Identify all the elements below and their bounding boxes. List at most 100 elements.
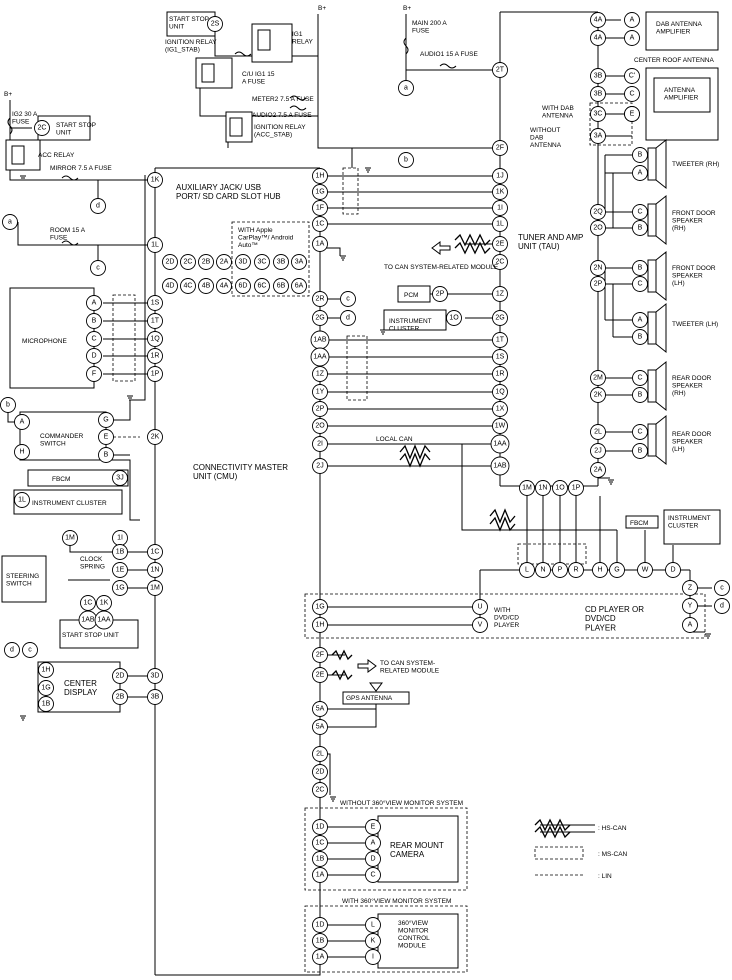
svg-text:2F: 2F xyxy=(496,145,504,152)
svg-text:2B: 2B xyxy=(116,694,125,701)
connector-pin: a xyxy=(2,214,18,230)
connector-pin: 1L xyxy=(492,216,508,232)
connector-pin: 1Z xyxy=(492,286,508,302)
svg-text:5A: 5A xyxy=(316,724,325,731)
svg-text:2K: 2K xyxy=(151,434,160,441)
connector-pin: 1C xyxy=(147,544,163,560)
connector-pin: 4A xyxy=(216,278,232,294)
connector-pin: 1C xyxy=(80,595,96,611)
svg-text:2L: 2L xyxy=(316,751,324,758)
svg-text:1X: 1X xyxy=(496,406,505,413)
svg-text:4C: 4C xyxy=(184,283,193,290)
connector-pin: I xyxy=(365,949,381,965)
svg-text:d: d xyxy=(96,203,100,210)
connector-pin: W xyxy=(637,562,653,578)
label-ign-relay-acc: IGNITION RELAY(ACC_STAB) xyxy=(254,124,306,138)
connector-pin: 3A xyxy=(291,254,307,270)
connector-pin: 4C xyxy=(180,278,196,294)
connector-pin: 2E xyxy=(492,236,508,252)
connector-pin: 2F xyxy=(312,647,328,663)
svg-text:c: c xyxy=(96,265,100,272)
svg-text:2F: 2F xyxy=(316,652,324,659)
connector-pin: 1G xyxy=(112,580,128,596)
svg-text:2D: 2D xyxy=(166,259,175,266)
connector-pin: C xyxy=(86,331,102,347)
connector-pin: 2D xyxy=(312,764,328,780)
connector-pin: 1AA xyxy=(310,347,330,367)
svg-text:1G: 1G xyxy=(315,604,324,611)
svg-text:2O: 2O xyxy=(593,225,603,232)
connector-pin: 1Z xyxy=(312,366,328,382)
connector-pin: 1H xyxy=(312,617,328,633)
connector-pin: 1O xyxy=(552,480,568,496)
connector-pin: B xyxy=(632,260,648,276)
connector-pin: H xyxy=(14,444,30,460)
svg-text:2P: 2P xyxy=(594,281,603,288)
svg-text:B: B xyxy=(638,448,643,455)
svg-text:C: C xyxy=(370,872,375,879)
label-ic-left: INSTRUMENT CLUSTER xyxy=(32,500,107,507)
svg-text:3A: 3A xyxy=(594,133,603,140)
svg-text:1A: 1A xyxy=(316,241,325,248)
connector-pin: A xyxy=(365,835,381,851)
svg-text:1O: 1O xyxy=(555,485,565,492)
connector-pin: 1R xyxy=(147,348,163,364)
connector-pin: 1A xyxy=(312,867,328,883)
svg-text:1R: 1R xyxy=(151,353,160,360)
svg-text:W: W xyxy=(642,567,649,574)
connector-pin: 2P xyxy=(590,276,606,292)
connector-pin: 2D xyxy=(112,668,128,684)
label-microphone: MICROPHONE xyxy=(22,338,67,345)
svg-text:3C: 3C xyxy=(594,111,603,118)
connector-pin: D xyxy=(365,851,381,867)
connector-pin: D xyxy=(665,562,681,578)
label-acc-relay: ACC RELAY xyxy=(38,152,75,159)
connector-pin: 1B xyxy=(312,933,328,949)
svg-text:3D: 3D xyxy=(151,673,160,680)
svg-text:1B: 1B xyxy=(316,938,325,945)
svg-text:3J: 3J xyxy=(116,475,123,482)
connector-pin: 1P xyxy=(147,366,163,382)
connector-pin: U xyxy=(472,599,488,615)
svg-text:1L: 1L xyxy=(18,497,26,504)
connector-pin: B xyxy=(632,443,648,459)
label-ign-relay-ig1: IGNITION RELAY(IG1_STAB) xyxy=(165,39,217,53)
svg-text:1D: 1D xyxy=(316,824,325,831)
connector-pin: 2L xyxy=(590,424,606,440)
svg-text:D: D xyxy=(91,353,96,360)
svg-text:C: C xyxy=(637,429,642,436)
connector-pin: 1X xyxy=(492,401,508,417)
svg-text:2J: 2J xyxy=(316,463,323,470)
connector-pin: P xyxy=(552,562,568,578)
svg-text:c: c xyxy=(720,585,724,592)
connector-pin: 3C xyxy=(590,106,606,122)
svg-text:a: a xyxy=(8,219,12,226)
connector-pin: a xyxy=(398,80,414,96)
connector-pin: V xyxy=(472,617,488,633)
connector-pin: A xyxy=(624,12,640,28)
svg-text:2C: 2C xyxy=(38,125,47,132)
svg-text:1D: 1D xyxy=(316,922,325,929)
b-plus-main: B+ xyxy=(403,5,411,12)
svg-text:1C: 1C xyxy=(84,600,93,607)
svg-text:4A: 4A xyxy=(220,283,229,290)
connector-pin: 6B xyxy=(273,278,289,294)
label-fbcm: FBCM xyxy=(52,476,70,483)
svg-text:1G: 1G xyxy=(115,585,124,592)
svg-text:a: a xyxy=(404,85,408,92)
connector-pin: 1J xyxy=(492,168,508,184)
connector-pin: 1M xyxy=(62,530,78,546)
connector-pin: A xyxy=(682,617,698,633)
connector-pin: 1B xyxy=(112,544,128,560)
svg-text:1M: 1M xyxy=(65,535,75,542)
svg-text:c: c xyxy=(28,647,32,654)
connector-pin: A xyxy=(86,295,102,311)
connector-pin: 1F xyxy=(312,200,328,216)
